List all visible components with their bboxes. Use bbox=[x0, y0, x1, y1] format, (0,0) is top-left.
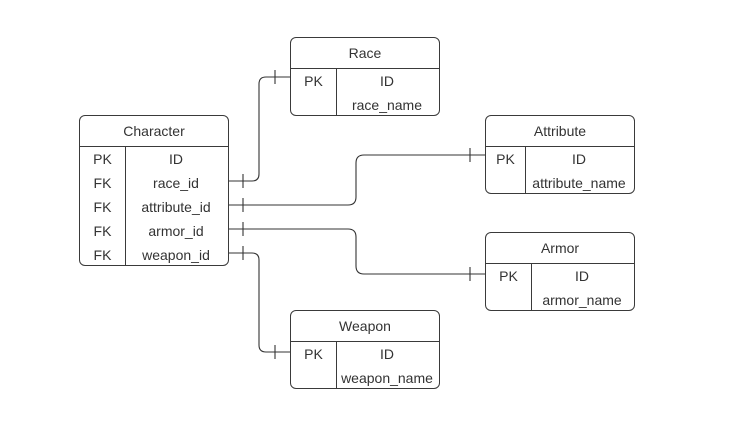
character-field-id: ID bbox=[169, 151, 183, 167]
character-field-armor-id: armor_id bbox=[148, 223, 204, 239]
armor-row-name: armor_name bbox=[486, 288, 634, 310]
entity-character[interactable]: Character PK ID FK race_id FK attribute_… bbox=[79, 115, 229, 266]
character-field-weapon-id: weapon_id bbox=[142, 247, 210, 263]
entity-race[interactable]: Race PK ID race_name bbox=[290, 37, 440, 116]
entity-title-race: Race bbox=[291, 38, 439, 69]
character-row-attribute-id: FK attribute_id bbox=[80, 195, 228, 219]
weapon-row-name: weapon_name bbox=[291, 366, 439, 388]
armor-row-id: PK ID bbox=[486, 264, 634, 288]
race-row-id: PK ID bbox=[291, 69, 439, 93]
race-key-pk: PK bbox=[304, 73, 323, 89]
character-key-fk-attribute: FK bbox=[93, 199, 112, 215]
armor-field-name: armor_name bbox=[542, 292, 622, 308]
armor-key-pk: PK bbox=[499, 268, 518, 284]
entity-title-attribute: Attribute bbox=[486, 116, 634, 147]
weapon-key-pk: PK bbox=[304, 346, 323, 362]
character-field-attribute-id: attribute_id bbox=[141, 199, 211, 215]
armor-field-id: ID bbox=[575, 268, 589, 284]
character-row-weapon-id: FK weapon_id bbox=[80, 243, 228, 265]
character-field-race-id: race_id bbox=[153, 175, 199, 191]
connector-character-race bbox=[229, 76, 290, 182]
connector-character-armor bbox=[229, 228, 485, 275]
race-field-id: ID bbox=[380, 73, 394, 89]
entity-weapon[interactable]: Weapon PK ID weapon_name bbox=[290, 310, 440, 389]
connector-character-attribute bbox=[229, 154, 485, 206]
entity-attribute[interactable]: Attribute PK ID attribute_name bbox=[485, 115, 635, 194]
race-row-name: race_name bbox=[291, 93, 439, 115]
attribute-field-id: ID bbox=[572, 151, 586, 167]
character-row-id: PK ID bbox=[80, 147, 228, 171]
entity-title-character: Character bbox=[80, 116, 228, 147]
character-key-fk-weapon: FK bbox=[93, 247, 112, 263]
entity-title-weapon: Weapon bbox=[291, 311, 439, 342]
character-row-race-id: FK race_id bbox=[80, 171, 228, 195]
weapon-row-id: PK ID bbox=[291, 342, 439, 366]
weapon-field-name: weapon_name bbox=[341, 370, 433, 386]
race-field-name: race_name bbox=[351, 97, 423, 113]
character-key-fk-armor: FK bbox=[93, 223, 112, 239]
character-key-pk: PK bbox=[93, 151, 112, 167]
entity-armor[interactable]: Armor PK ID armor_name bbox=[485, 232, 635, 311]
weapon-field-id: ID bbox=[380, 346, 394, 362]
attribute-key-pk: PK bbox=[496, 151, 515, 167]
attribute-row-name: attribute_name bbox=[486, 171, 634, 193]
attribute-field-name: attribute_name bbox=[532, 175, 626, 191]
entity-title-armor: Armor bbox=[486, 233, 634, 264]
connector-character-weapon bbox=[229, 252, 290, 353]
character-row-armor-id: FK armor_id bbox=[80, 219, 228, 243]
attribute-row-id: PK ID bbox=[486, 147, 634, 171]
character-key-fk-race: FK bbox=[93, 175, 112, 191]
